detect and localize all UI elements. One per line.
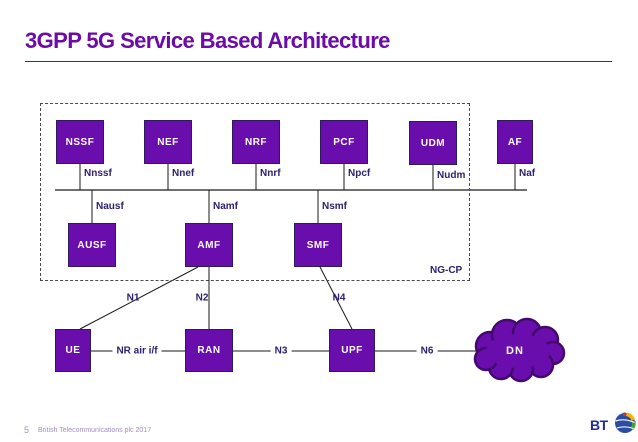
node-ue: UE (55, 329, 91, 372)
ref-point-n2: N2 (195, 292, 209, 304)
node-upf: UPF (329, 329, 375, 372)
bt-globe-icon (615, 412, 636, 433)
interface-label-nnrf: Nnrf (260, 168, 281, 179)
node-pcf: PCF (320, 120, 368, 164)
interface-label-namf: Namf (213, 201, 239, 212)
ref-point-n4: N4 (332, 292, 346, 304)
interface-label-nudm: Nudm (437, 170, 466, 181)
node-smf: SMF (294, 223, 342, 267)
ng-cp-group-label: NG-CP (430, 265, 463, 276)
copyright-text: British Telecommunications plc 2017 (38, 427, 152, 434)
page-title: 3GPP 5G Service Based Architecture (25, 28, 390, 53)
node-nef: NEF (144, 120, 192, 164)
node-ausf: AUSF (68, 223, 116, 267)
interface-label-nnef: Nnef (172, 168, 195, 179)
node-udm: UDM (409, 121, 457, 165)
interface-label-nausf: Nausf (96, 201, 124, 212)
node-af: AF (497, 120, 533, 164)
node-ran: RAN (185, 329, 233, 372)
ref-point-n6: N6 (416, 345, 438, 357)
interface-label-nsmf: Nsmf (322, 201, 348, 212)
node-nssf: NSSF (56, 120, 104, 164)
n4-line (319, 266, 353, 330)
node-dn-label: DN (506, 345, 524, 357)
node-nrf: NRF (232, 120, 280, 164)
ref-point-n3: N3 (270, 345, 292, 357)
ref-point-nr-air: NR air i/f (112, 345, 162, 357)
n1-line (79, 266, 199, 330)
interface-label-nnssf: Nnssf (84, 168, 112, 179)
ref-point-n1: N1 (126, 292, 140, 304)
dn-cloud-body (486, 334, 550, 368)
interface-label-npcf: Npcf (348, 168, 371, 179)
interface-label-naf: Naf (519, 168, 536, 179)
bt-logo-text: BT (590, 417, 608, 433)
page-number: 5 (24, 425, 30, 435)
ng-cp-group-box (40, 103, 470, 281)
node-amf: AMF (185, 223, 233, 267)
title-divider (25, 61, 612, 62)
